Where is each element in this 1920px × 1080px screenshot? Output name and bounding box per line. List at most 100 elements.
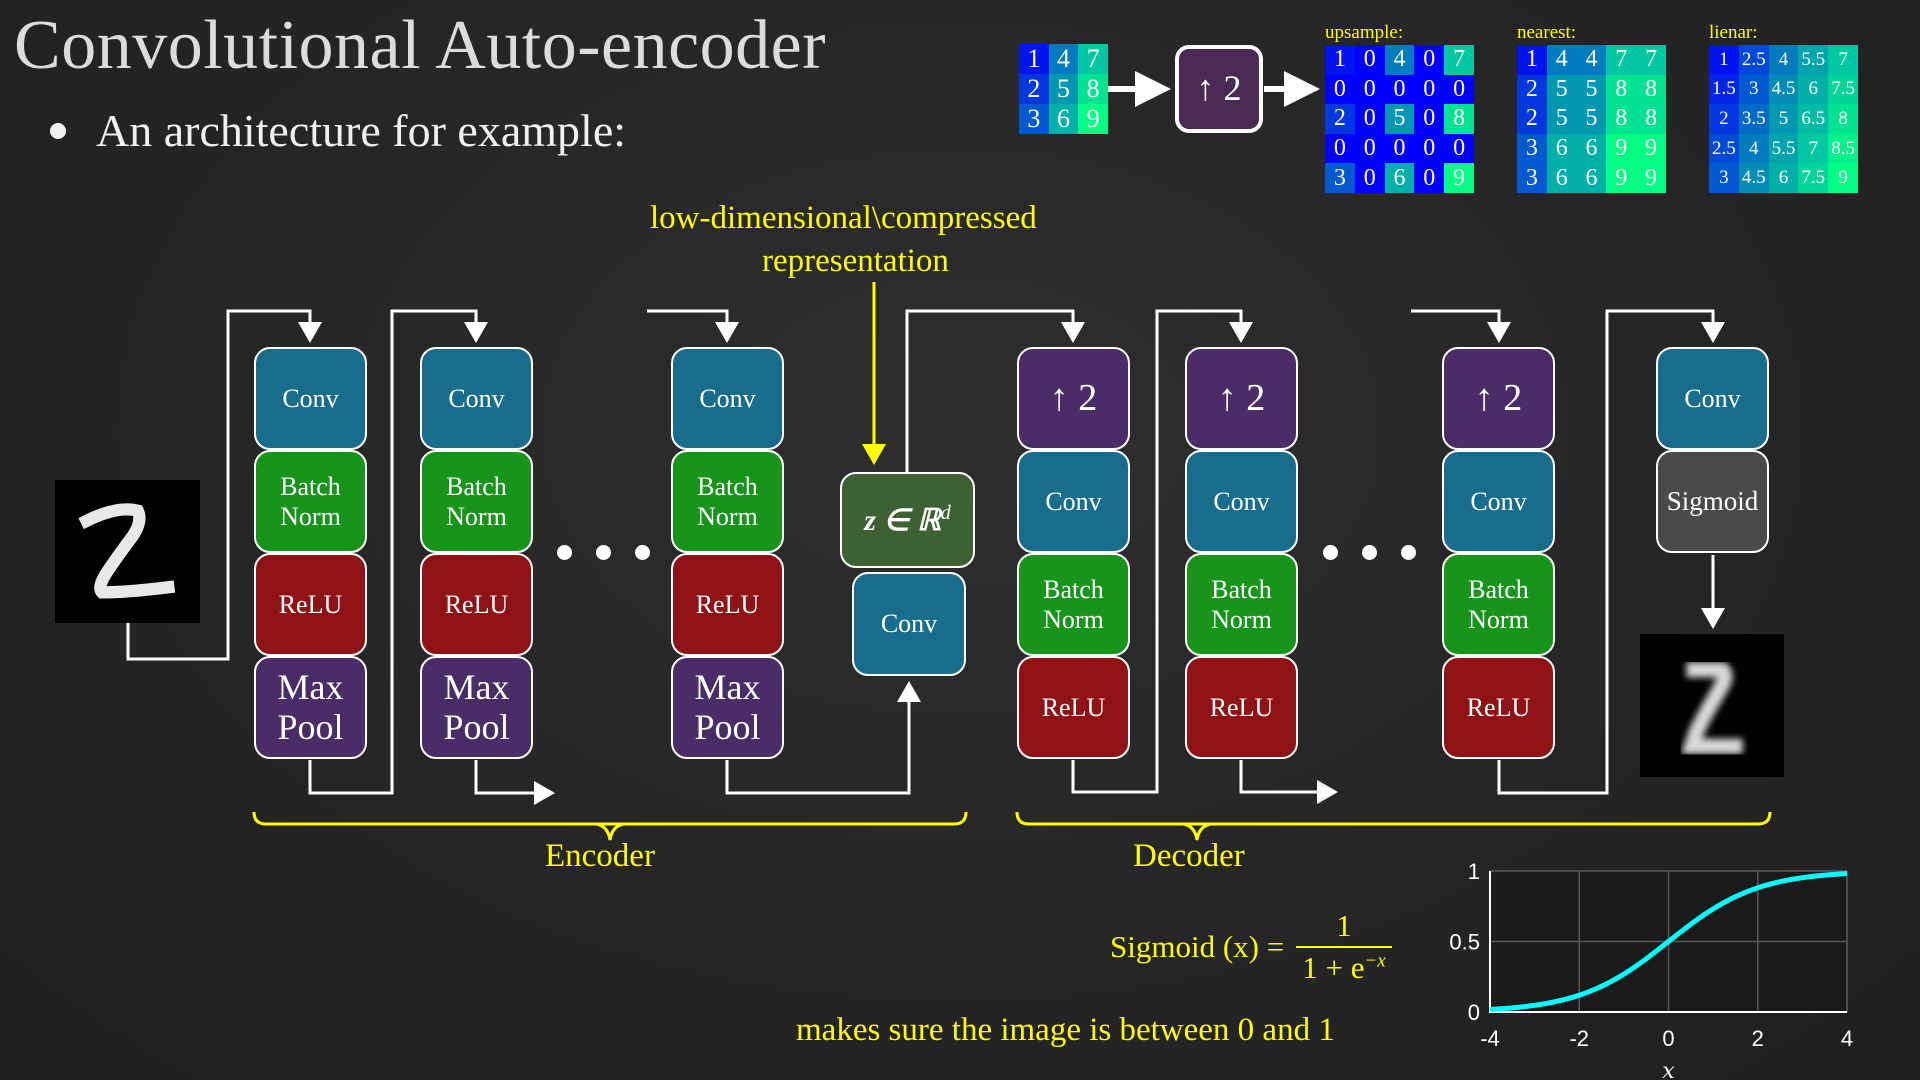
x-tick-label: -2 xyxy=(1569,1026,1589,1051)
matrix-cell: 9 xyxy=(1636,133,1666,164)
matrix-cell: 8 xyxy=(1636,74,1666,105)
enc1-relu-block[interactable]: ReLU xyxy=(254,553,367,656)
matrix-cell: 0 xyxy=(1354,133,1385,164)
enc3-relu-block[interactable]: ReLU xyxy=(671,553,784,656)
enc3-conv-block[interactable]: Conv xyxy=(671,347,784,450)
matrix-cell: 1 xyxy=(1709,45,1739,75)
encoder-brace-tip xyxy=(595,822,625,841)
matrix-cell: 0 xyxy=(1444,133,1474,164)
dec3-relu-block[interactable]: ReLU xyxy=(1442,656,1555,759)
matrix-cell: 0 xyxy=(1354,163,1385,193)
matrix-cell: 7.5 xyxy=(1828,74,1858,105)
final-conv-block[interactable]: Conv xyxy=(1656,347,1769,450)
digit-two-input-icon xyxy=(78,503,176,599)
latent-z-block[interactable]: z ∈ ℝd xyxy=(840,472,975,568)
connector xyxy=(1411,309,1511,343)
axis-lines xyxy=(1489,871,1847,1013)
final-sigmoid-block[interactable]: Sigmoid xyxy=(1656,450,1769,553)
dec2-relu-block[interactable]: ReLU xyxy=(1185,656,1298,759)
dec3-upsample-block[interactable]: ↑ 2 xyxy=(1442,347,1555,450)
matrix-cell: 4.5 xyxy=(1768,74,1799,105)
decoder-label: Decoder xyxy=(1133,838,1245,874)
matrix-cell: 9 xyxy=(1636,163,1666,193)
x-axis-label: x xyxy=(1662,1059,1675,1080)
demo-label-upsample: upsample: xyxy=(1325,22,1404,43)
matrix-cell: 8 xyxy=(1078,74,1108,104)
dec3-conv-block[interactable]: Conv xyxy=(1442,450,1555,553)
dec1-upsample-block[interactable]: ↑ 2 xyxy=(1017,347,1130,450)
block-label: Conv xyxy=(1045,486,1102,516)
matrix-cell: 0 xyxy=(1414,74,1445,105)
encoder-ellipsis-icon xyxy=(557,545,650,560)
output-image xyxy=(1640,634,1784,777)
matrix-cell: 7.5 xyxy=(1798,163,1829,193)
bottleneck-conv-block[interactable]: Conv xyxy=(852,572,966,676)
matrix-cell: 1.5 xyxy=(1709,74,1739,105)
matrix-cell: 8 xyxy=(1606,104,1637,134)
matrix-cell: 0 xyxy=(1414,163,1445,193)
dec1-relu-block[interactable]: ReLU xyxy=(1017,656,1130,759)
matrix-cell: 7 xyxy=(1828,45,1858,75)
enc2-relu-block[interactable]: ReLU xyxy=(420,553,533,656)
block-label: Conv xyxy=(880,609,938,639)
connector xyxy=(647,309,739,343)
matrix-cell: 3 xyxy=(1517,133,1547,164)
block-label: Sigmoid xyxy=(1666,485,1759,516)
block-label: ReLU xyxy=(1466,692,1531,722)
enc2-conv-block[interactable]: Conv xyxy=(420,347,533,450)
matrix-cell: 4 xyxy=(1384,45,1415,75)
matrix-cell: 9 xyxy=(1078,104,1108,134)
matrix-cell: 5 xyxy=(1576,104,1607,134)
matrix-cell: 8 xyxy=(1444,104,1474,134)
matrix-cell: 2 xyxy=(1325,104,1355,134)
connector xyxy=(474,760,555,805)
dec2-conv-block[interactable]: Conv xyxy=(1185,450,1298,553)
formula-denominator: 1 + e−x xyxy=(1296,946,1392,986)
connector xyxy=(1497,309,1725,795)
connector xyxy=(308,309,488,795)
dec1-conv-block[interactable]: Conv xyxy=(1017,450,1130,553)
matrix-cell: 4 xyxy=(1048,44,1079,74)
matrix-cell: 3 xyxy=(1517,163,1547,193)
matrix-cell: 0 xyxy=(1354,74,1385,105)
matrix-cell: 1 xyxy=(1325,45,1355,75)
matrix-cell: 6 xyxy=(1546,163,1577,193)
digit-two-output-icon xyxy=(1680,662,1743,755)
demo-upsample-op: ↑ 2 xyxy=(1175,45,1263,133)
matrix-cell: 0 xyxy=(1384,74,1415,105)
matrix-cell: 5.5 xyxy=(1798,45,1829,75)
matrix-cell: 5 xyxy=(1048,74,1079,104)
matrix-cell: 5 xyxy=(1546,74,1577,105)
demo-label-linear: lienar: xyxy=(1709,22,1758,43)
sigmoid-note: makes sure the image is between 0 and 1 xyxy=(796,1012,1335,1048)
dec2-upsample-block[interactable]: ↑ 2 xyxy=(1185,347,1298,450)
connector xyxy=(905,309,1085,472)
x-tick-label: 0 xyxy=(1662,1026,1674,1051)
matrix-cell: 8 xyxy=(1828,104,1858,134)
block-label: Conv xyxy=(282,383,339,413)
formula-lhs: Sigmoid (x) = xyxy=(1110,929,1285,964)
matrix-cell: 5 xyxy=(1546,104,1577,134)
matrix-cell: 8 xyxy=(1606,74,1637,105)
matrix-cell: 0 xyxy=(1384,133,1415,164)
matrix-cell: 0 xyxy=(1414,133,1445,164)
enc1-conv-block[interactable]: Conv xyxy=(254,347,367,450)
matrix-cell: 4 xyxy=(1738,133,1769,164)
decoder-ellipsis-icon xyxy=(1323,545,1416,560)
bullet-text: An architecture for example: xyxy=(96,105,627,156)
matrix-cell: 0 xyxy=(1414,104,1445,134)
